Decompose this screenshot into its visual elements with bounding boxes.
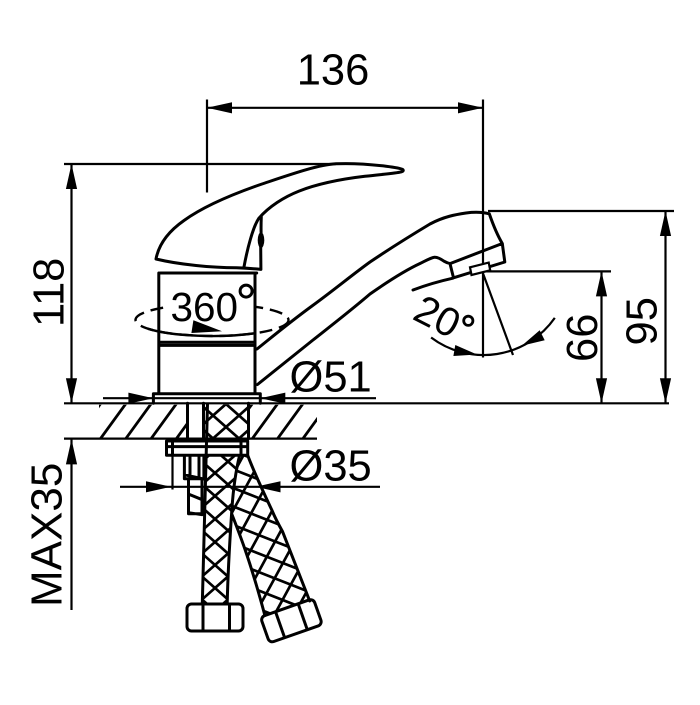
svg-text:66: 66 [559,314,607,362]
svg-text:136: 136 [297,47,370,95]
svg-text:Ø35: Ø35 [290,443,372,491]
svg-text:MAX35: MAX35 [23,463,72,607]
svg-text:360: 360 [171,284,239,330]
svg-text:Ø51: Ø51 [290,354,372,402]
svg-text:118: 118 [26,258,74,327]
svg-text:95: 95 [619,297,667,345]
